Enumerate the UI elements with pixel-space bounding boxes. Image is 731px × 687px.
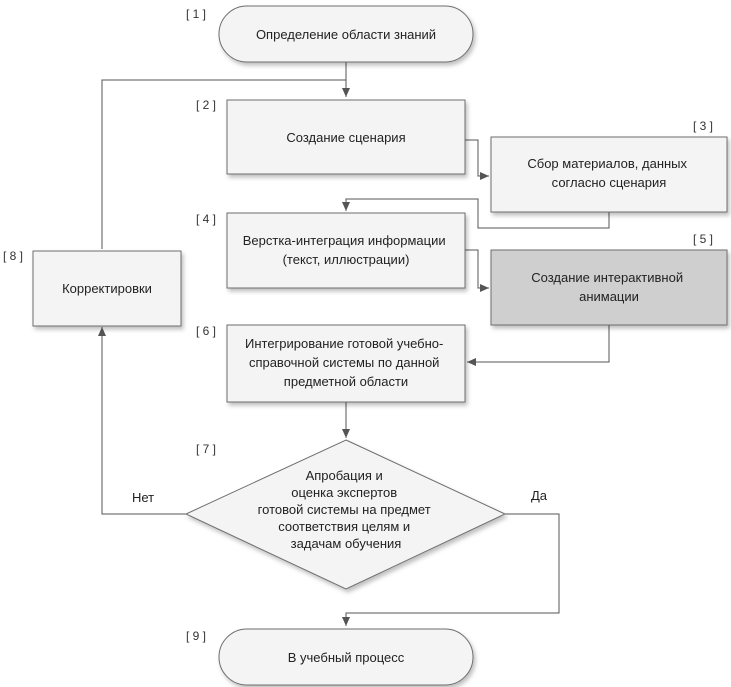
node-6-box [226, 324, 466, 403]
shapes [32, 5, 728, 686]
node-9-label: В учебный процесс [288, 650, 405, 665]
edge-8-2 [101, 79, 346, 249]
node-2-number: [ 2 ] [196, 98, 216, 112]
node-7-label: Апробация и оценка экспертов готовой сис… [258, 468, 435, 551]
node-5-number: [ 5 ] [693, 232, 713, 246]
node-6-number: [ 6 ] [196, 324, 216, 338]
node-3-label: Сбор материалов, данных согласно сценари… [527, 156, 690, 190]
node-4-label: Верстка-интеграция информации (текст, ил… [243, 233, 450, 267]
edge-labels: Нет Да [132, 488, 548, 505]
edge-yes-label: Да [531, 488, 548, 503]
node-7-number: [ 7 ] [196, 442, 216, 456]
edge-no-label: Нет [132, 490, 154, 505]
connectors [98, 62, 610, 626]
node-3-number: [ 3 ] [693, 119, 713, 133]
node-4-number: [ 4 ] [196, 212, 216, 226]
node-8-label: Корректировки [62, 281, 152, 296]
edge-2-3 [465, 139, 489, 180]
edge-4-5 [465, 249, 489, 292]
node-3-box [490, 136, 728, 213]
node-1-number: [ 1 ] [186, 7, 206, 21]
node-4-box [226, 212, 466, 289]
edge-3-4 [342, 198, 610, 229]
node-2-box [226, 99, 466, 175]
node-2-label: Создание сценария [286, 130, 405, 145]
node-5-box [490, 249, 728, 326]
step-numbers: [ 1 ] [ 2 ] [ 3 ] [ 4 ] [ 5 ] [ 6 ] [ 7 … [3, 7, 713, 643]
edge-7-8-no [98, 327, 186, 515]
node-9-number: [ 9 ] [186, 629, 206, 643]
node-8-box [32, 250, 182, 327]
node-9-terminator [218, 628, 474, 686]
edge-5-6 [467, 325, 610, 366]
node-6-label: Интегрирование готовой учебно- справочно… [245, 336, 447, 389]
node-7-decision [184, 439, 507, 590]
edge-7-9-yes [342, 513, 560, 626]
node-8-number: [ 8 ] [3, 249, 23, 263]
node-5-label: Создание интерактивной анимации [531, 270, 686, 304]
node-labels: Определение области знаний Создание сцен… [62, 27, 690, 665]
node-1-label: Определение области знаний [256, 27, 436, 42]
node-1-terminator [218, 5, 474, 63]
